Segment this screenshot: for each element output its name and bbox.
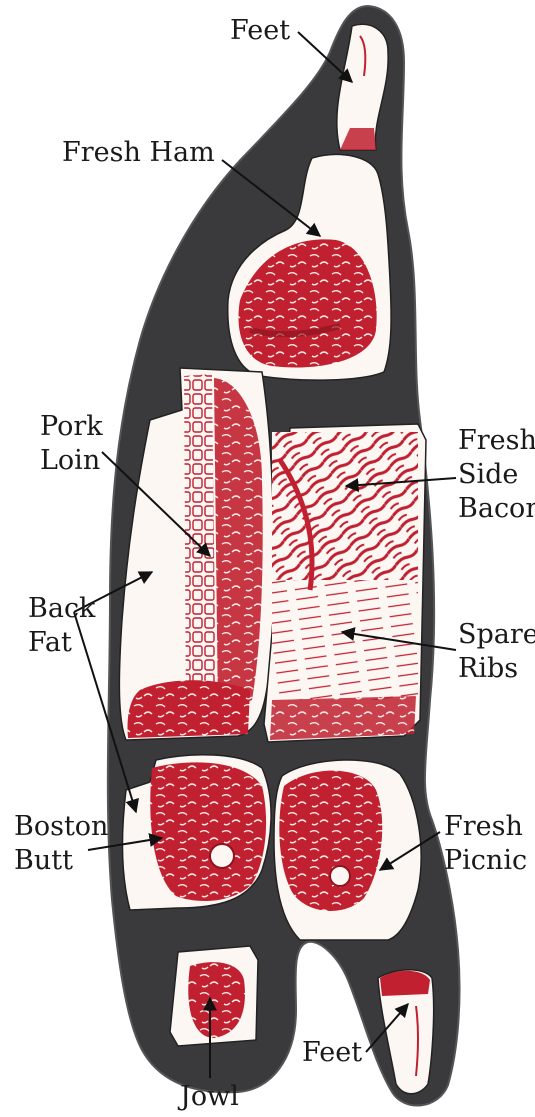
label-line: Picnic [444,844,527,878]
label-line: Boston [14,810,108,844]
label-line: Fresh Ham [62,136,215,170]
label-feet-top: Feet [230,14,290,48]
label-line: Jowl [180,1080,239,1114]
label-fresh-ham: Fresh Ham [62,136,215,170]
label-line: Butt [14,844,108,878]
label-line: Side [458,458,535,492]
label-line: Feet [302,1036,362,1070]
label-line: Pork [40,410,103,444]
label-line: Fresh [444,810,527,844]
label-line: Spare [458,618,535,652]
label-line: Bacon [458,492,535,526]
label-pork-loin: Pork Loin [40,410,103,478]
label-boston-butt: Boston Butt [14,810,108,878]
label-fresh-picnic: Fresh Picnic [444,810,527,878]
label-line: Ribs [458,652,535,686]
cut-jowl [170,946,258,1046]
cut-side-bacon [264,424,426,742]
label-line: Fat [28,626,95,660]
label-line: Fresh [458,424,535,458]
label-line: Loin [40,444,103,478]
label-line: Feet [230,14,290,48]
label-line: Back [28,592,95,626]
label-jowl: Jowl [180,1080,239,1114]
label-back-fat: Back Fat [28,592,95,660]
cut-fresh-picnic [274,760,421,940]
label-spare-ribs: Spare Ribs [458,618,535,686]
label-feet-bottom: Feet [302,1036,362,1070]
label-fresh-side-bacon: Fresh Side Bacon [458,424,535,526]
